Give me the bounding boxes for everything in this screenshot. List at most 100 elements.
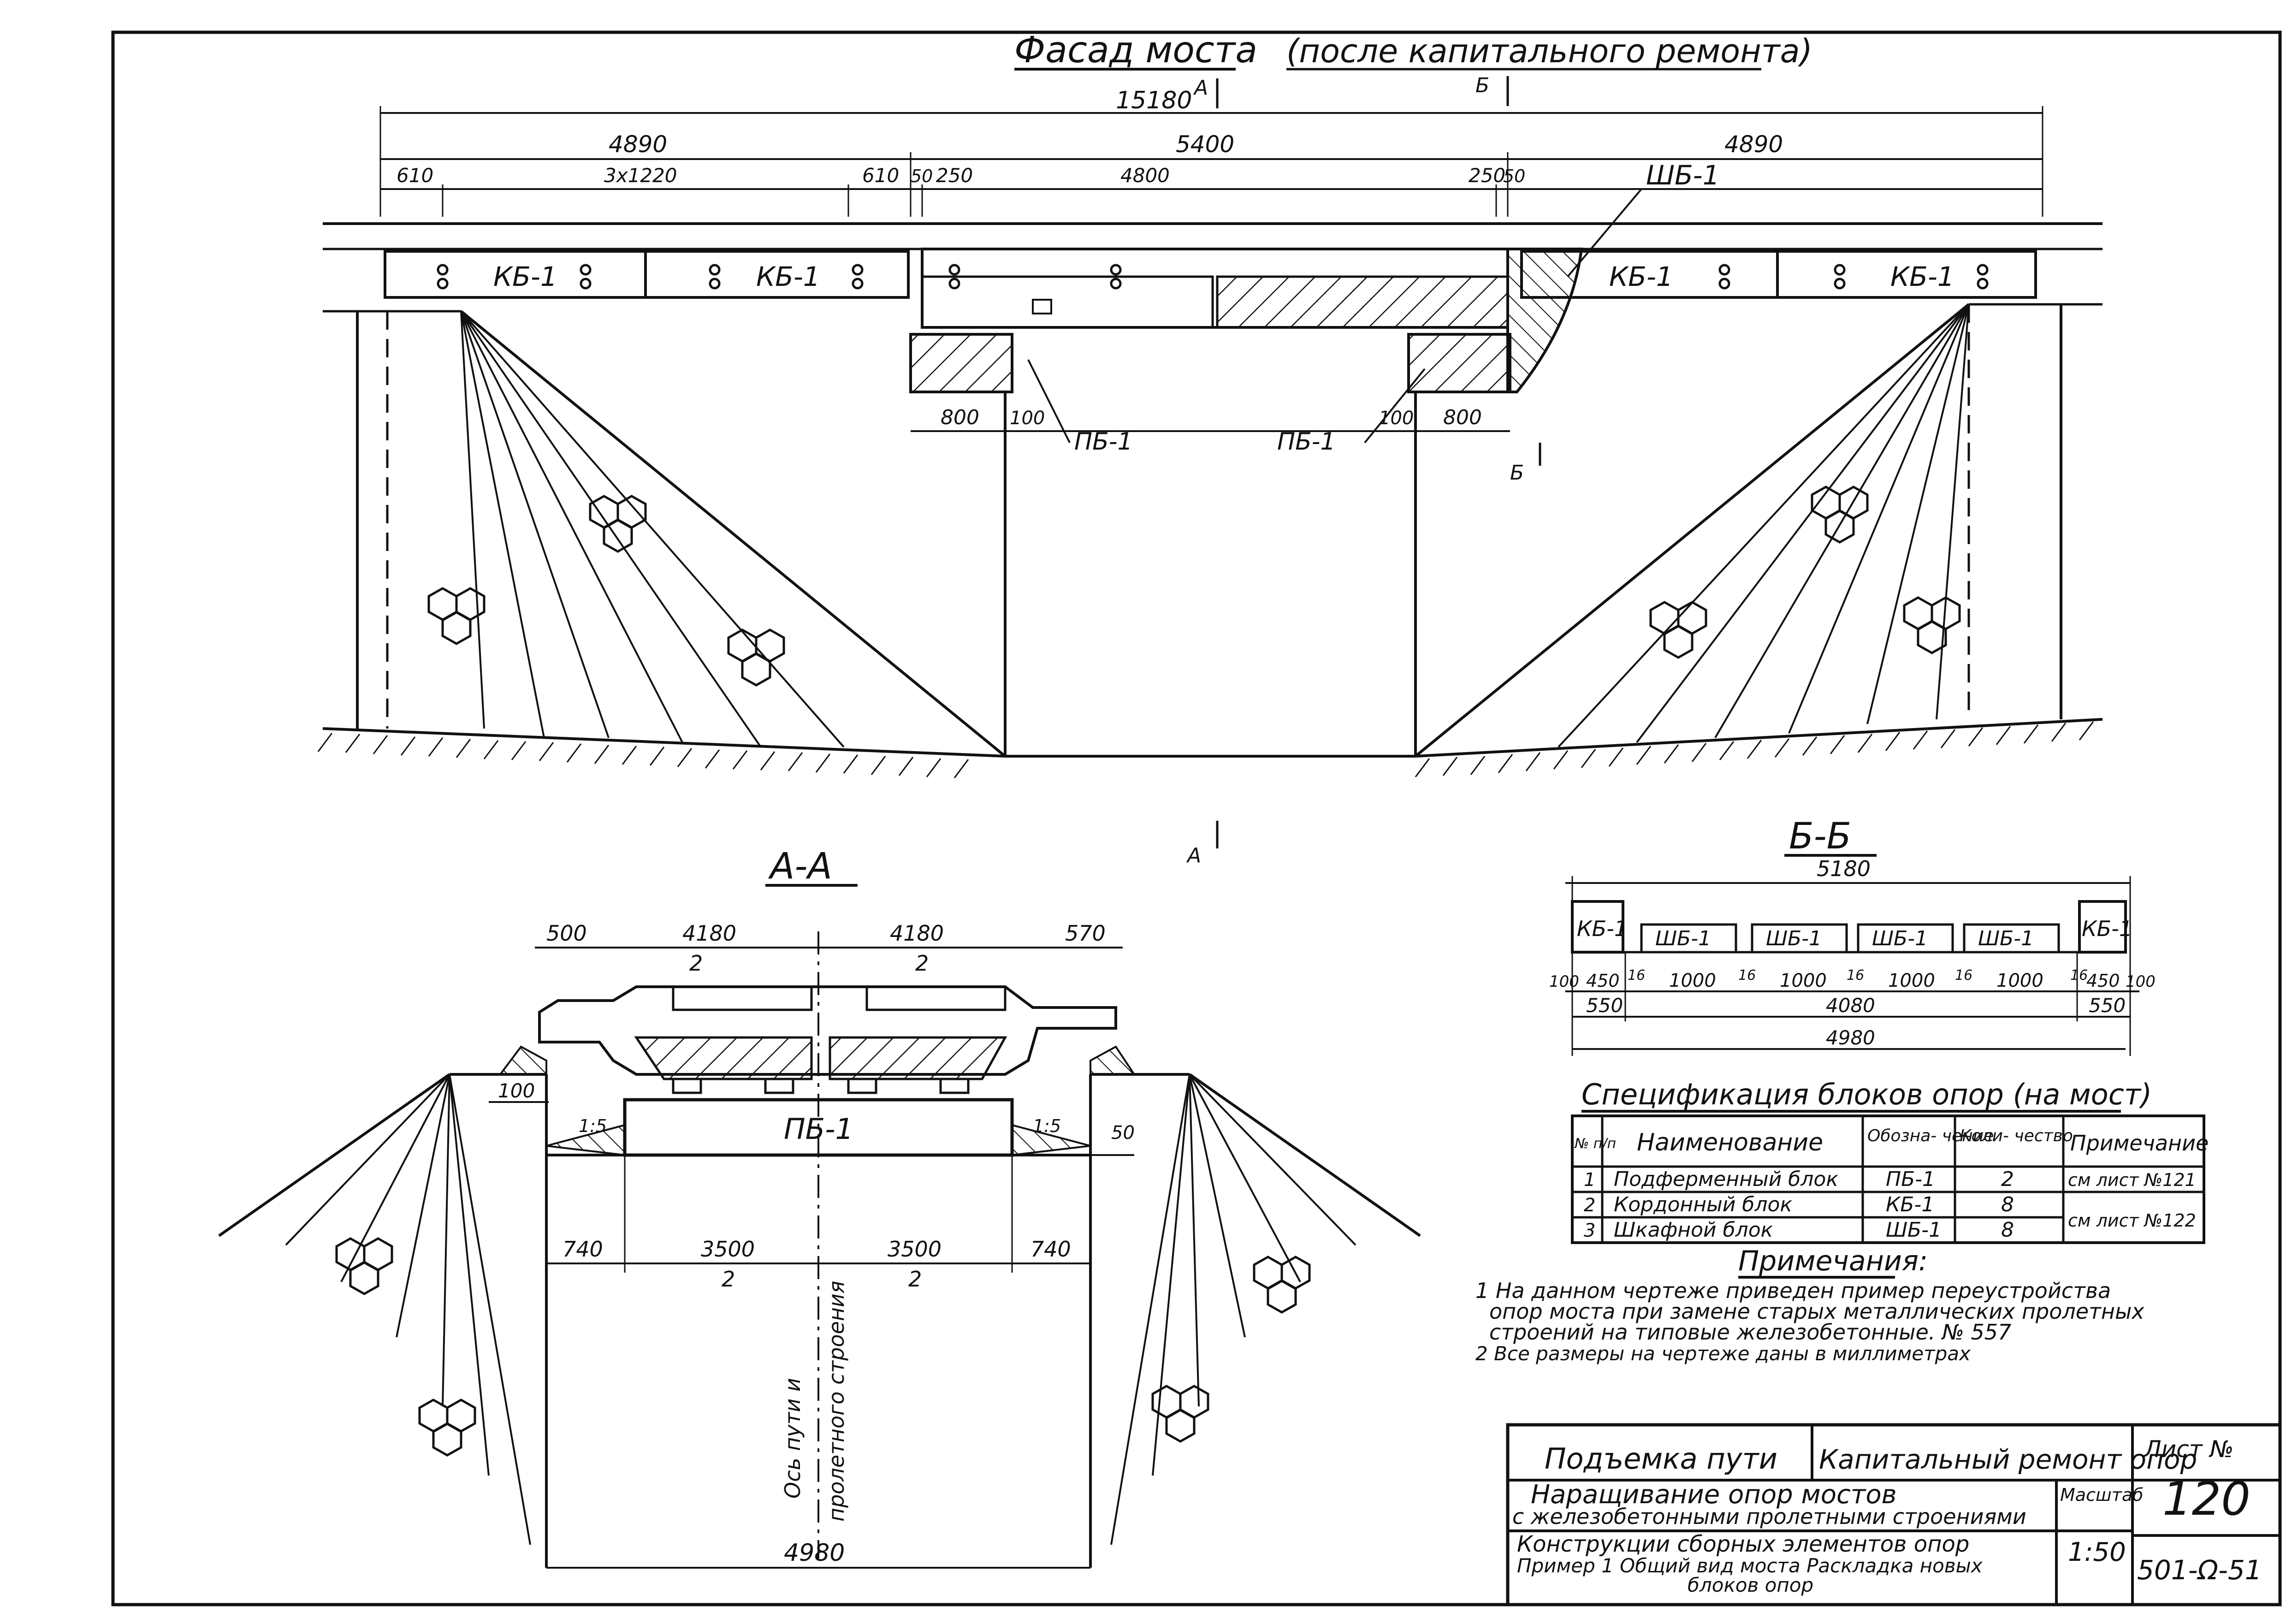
- cone-right: [1415, 303, 1970, 758]
- section-mark-a-top: А: [1193, 76, 1208, 100]
- dim-detail-2: 3х1220: [604, 164, 677, 187]
- pb-block-right: [1407, 333, 1511, 393]
- span-hatched-part: [1216, 275, 1509, 329]
- bb-dim-r1-11: 450: [2086, 971, 2120, 991]
- section-bb-view: Б-Б 5180 КБ-1 КБ-1 ШБ-1 ШБ-1 ШБ-1 ШБ-1 1…: [1549, 816, 2156, 1056]
- tb-line-4c: блоков опор: [1688, 1574, 1813, 1596]
- aa-bearing-2: [764, 1078, 794, 1094]
- tb-line-4b: Пример 1 Общий вид моста Раскладка новых: [1517, 1554, 1983, 1577]
- stone-pattern-icon: [590, 496, 646, 551]
- spec-r1-code: ПБ-1: [1886, 1168, 1935, 1191]
- aa-dim-2-mr: 2: [908, 1267, 922, 1292]
- pb-label-right: ПБ-1: [1277, 428, 1336, 456]
- bb-shb-2: [1751, 923, 1848, 954]
- aa-bearing-4: [939, 1078, 970, 1094]
- dim-detail-5: 250: [936, 164, 973, 187]
- bb-dim-4980: 4980: [1826, 1026, 1875, 1049]
- note-line-4: 2 Все размеры на чертеже даны в миллимет…: [1475, 1342, 1971, 1365]
- sheet-frame: [111, 30, 2282, 1606]
- bb-dim-r1-1: 450: [1586, 971, 1620, 991]
- tb-line-3a: Наращивание опор мостов: [1531, 1480, 1897, 1510]
- aa-cone-left: [218, 1073, 546, 1545]
- dim-span-2: 5400: [1176, 131, 1234, 158]
- aa-dim-740-r: 740: [1031, 1237, 1071, 1262]
- section-aa-view: А-А 500 4180 2 4180 2 570 100 ПБ-1 1:5 1…: [218, 846, 1421, 1569]
- tb-line-3b: с железобетонными пролетными строениями: [1512, 1504, 2026, 1529]
- bb-kb-left-label: КБ-1: [1577, 916, 1628, 941]
- facade-view: Фасад моста (после капитального ремонта)…: [317, 30, 2103, 867]
- span-drain: [1032, 299, 1052, 314]
- extension-lines: [379, 106, 2043, 217]
- aa-kordon-left: [498, 1045, 547, 1075]
- bb-dim-5180: 5180: [1817, 856, 1871, 881]
- tb-cell-2: Капитальный ремонт опор: [1819, 1444, 2197, 1475]
- title-block-frame: [1506, 1423, 2282, 1606]
- bb-shb-3: [1857, 923, 1954, 954]
- dim-detail-1: 610: [397, 164, 433, 187]
- bb-shb-1: [1640, 923, 1737, 954]
- aa-slope-1: 1:5: [579, 1116, 607, 1136]
- section-bb-title: Б-Б: [1789, 816, 1851, 857]
- bb-shb-label-1: ШБ-1: [1655, 927, 1711, 950]
- shb-label: ШБ-1: [1646, 160, 1720, 191]
- pb-label-left: ПБ-1: [1074, 428, 1133, 456]
- tb-cell-1: Подъемка пути: [1545, 1442, 1777, 1476]
- spec-r1-qty: 2: [2001, 1168, 2014, 1191]
- bb-dim-r1-10: 16: [2070, 967, 2088, 984]
- stone-pattern-icon: [1651, 602, 1706, 658]
- tb-sheet-no: 120: [2162, 1472, 2251, 1526]
- kb-label-right-2: КБ-1: [1890, 261, 1954, 292]
- stone-pattern-icon: [337, 1239, 392, 1294]
- pb-block-left: [909, 333, 1013, 393]
- bb-dim-r1-2: 16: [1628, 967, 1645, 984]
- bb-dim-r1-7: 1000: [1888, 970, 1935, 991]
- spec-title: Спецификация блоков опор (на мост): [1581, 1078, 2152, 1111]
- aa-deck-outline: [538, 985, 1117, 1076]
- dim-span-3: 4890: [1724, 131, 1783, 158]
- aa-slope-left: [546, 1124, 626, 1156]
- aa-cone-right: [1090, 1073, 1421, 1545]
- bb-dim-550-l: 550: [1586, 994, 1623, 1017]
- spec-header-num: № п/п: [1574, 1136, 1616, 1152]
- aa-axis-label-1: Ось пути и: [780, 1378, 805, 1499]
- section-mark-a-bottom: А: [1186, 844, 1201, 867]
- aa-dim-3500-l: 3500: [701, 1237, 755, 1262]
- stone-pattern-icon: [420, 1400, 475, 1455]
- dim-detail-6: 4800: [1120, 164, 1170, 187]
- bb-shb-label-4: ШБ-1: [1978, 927, 2034, 950]
- aa-dim-4180-r: 4180: [890, 921, 944, 946]
- spec-r1-name: Подферменный блок: [1614, 1168, 1838, 1191]
- bb-dim-r1-5: 1000: [1780, 970, 1827, 991]
- stone-pattern-icon: [429, 588, 484, 644]
- stone-pattern-icon: [1254, 1257, 1309, 1312]
- pb-leader-left: [1027, 359, 1071, 443]
- aa-dim-50: 50: [1111, 1122, 1135, 1144]
- kordon-block-right-2: [1776, 250, 2037, 299]
- spec-r3-num: 3: [1584, 1220, 1595, 1241]
- span-beam-rib: [921, 275, 1214, 329]
- aa-kordon-right: [1090, 1045, 1136, 1075]
- aa-dim-500: 500: [546, 921, 587, 946]
- aa-dim-2-ml: 2: [722, 1267, 735, 1292]
- bb-shb-4: [1963, 923, 2060, 954]
- stone-pattern-icon: [1812, 487, 1867, 542]
- spec-r3-qty: 8: [2001, 1218, 2014, 1242]
- aa-dim-4980: 4980: [784, 1539, 845, 1567]
- aa-sleeper-right: [865, 985, 1007, 1011]
- spec-header-code: Обозна- чение: [1867, 1126, 1994, 1145]
- aa-dim-570: 570: [1065, 921, 1106, 946]
- kb-label-left-1: КБ-1: [493, 261, 557, 292]
- dim-pb-2: 100: [1010, 408, 1045, 429]
- aa-axis-label-2: пролетного строения: [824, 1281, 849, 1522]
- section-mark-b-bottom: Б: [1510, 461, 1524, 485]
- bb-dims-row1: 100 450 16 1000 16 1000 16 1000 16 1000 …: [1549, 967, 2156, 991]
- dim-pb-3: 100: [1379, 408, 1414, 429]
- facade-title: Фасад моста: [1014, 30, 1257, 71]
- spec-frame: [1571, 1114, 2205, 1244]
- bb-kb-right-label: КБ-1: [2082, 916, 2132, 941]
- shb-leader: [1567, 188, 1642, 278]
- note-line-1: 1 На данном чертеже приведен пример пере…: [1475, 1278, 2111, 1303]
- bb-dim-550-r: 550: [2089, 994, 2126, 1017]
- bb-dim-r1-6: 16: [1847, 967, 1864, 984]
